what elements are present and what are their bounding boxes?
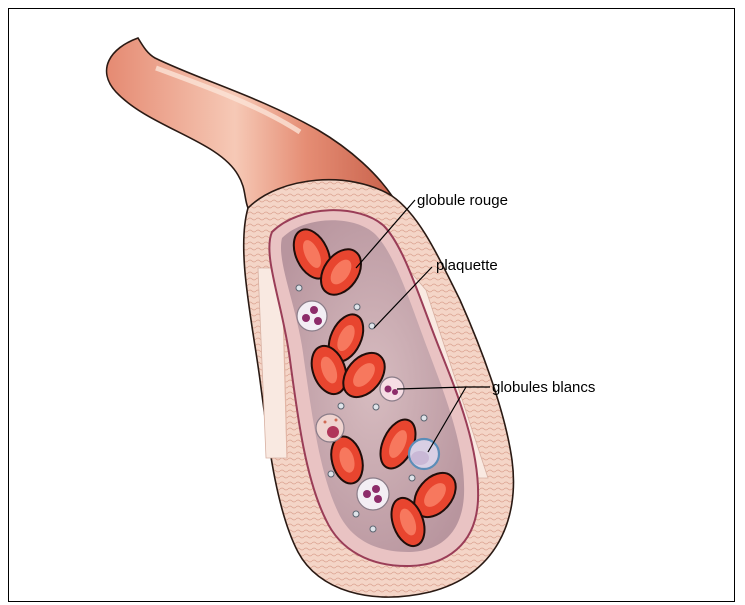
white-cell: [316, 414, 344, 442]
platelet: [354, 304, 360, 310]
white-cell: [409, 439, 439, 469]
label-globule-rouge: globule rouge: [417, 192, 508, 209]
platelet: [296, 285, 302, 291]
platelet: [370, 526, 376, 532]
white-cell: [297, 301, 327, 331]
platelet: [353, 511, 359, 517]
platelet: [328, 471, 334, 477]
platelet: [373, 404, 379, 410]
platelet: [369, 323, 375, 329]
platelet: [409, 475, 415, 481]
label-plaquette: plaquette: [436, 257, 498, 274]
label-globules-blancs: globules blancs: [492, 379, 595, 396]
white-cell: [357, 478, 389, 510]
platelet: [338, 403, 344, 409]
platelet: [421, 415, 427, 421]
